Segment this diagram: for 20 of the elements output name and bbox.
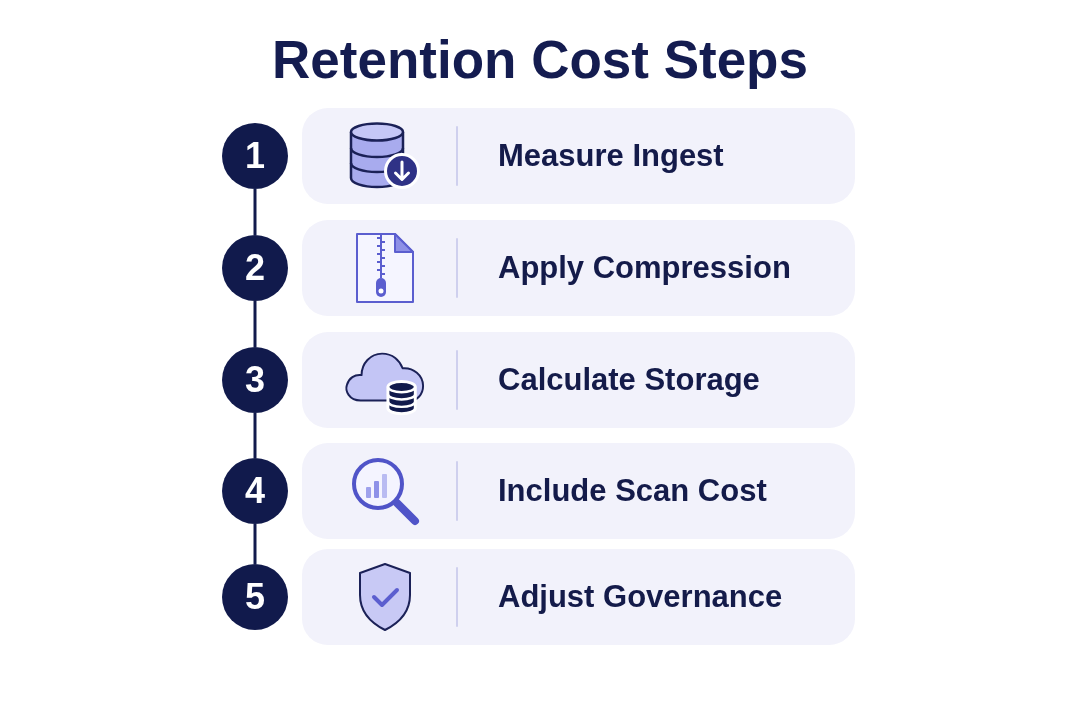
step-number-marker: 4	[222, 458, 288, 524]
connector-line	[253, 413, 257, 458]
step-card	[302, 108, 855, 204]
connector-line	[253, 524, 257, 564]
step-label: Include Scan Cost	[498, 473, 767, 509]
step-number-marker: 3	[222, 347, 288, 413]
step-card	[302, 549, 855, 645]
step-label: Apply Compression	[498, 250, 791, 286]
step-label: Measure Ingest	[498, 138, 724, 174]
step-label: Calculate Storage	[498, 362, 760, 398]
step-number-marker: 1	[222, 123, 288, 189]
step-card	[302, 220, 855, 316]
step-label: Adjust Governance	[498, 579, 783, 615]
connector-line	[253, 189, 257, 235]
step-card	[302, 443, 855, 539]
step-number-marker: 5	[222, 564, 288, 630]
connector-line	[253, 301, 257, 347]
step-card	[302, 332, 855, 428]
step-number-marker: 2	[222, 235, 288, 301]
title: Retention Cost Steps	[271, 29, 809, 91]
